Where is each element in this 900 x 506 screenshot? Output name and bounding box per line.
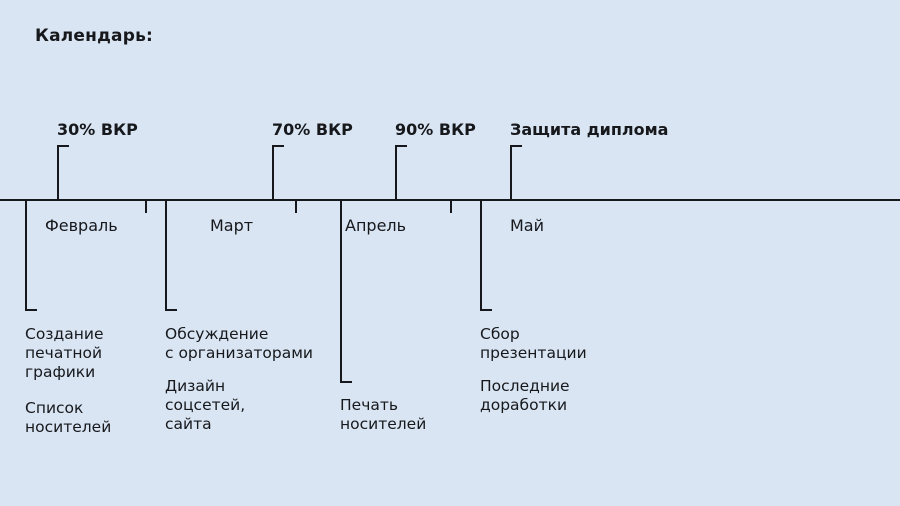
task-note-media-list: Список носителей (25, 399, 112, 436)
milestone-bracket (57, 145, 69, 199)
task-note-presentation-assembly: Сбор презентации (480, 325, 587, 362)
month-label-may: Май (510, 216, 545, 235)
axis-tick (450, 201, 452, 213)
task-bracket-may (480, 201, 492, 311)
task-note-organizers-discussion: Обсуждение с организаторами (165, 325, 313, 362)
page-title: Календарь: (35, 26, 154, 46)
milestone-bracket (395, 145, 407, 199)
task-note-media-printing: Печать носителей (340, 396, 427, 433)
task-bracket-february (25, 201, 37, 311)
month-label-march: Март (210, 216, 254, 235)
milestone-label-70: 70% ВКР (272, 120, 353, 139)
milestone-label-30: 30% ВКР (57, 120, 138, 139)
milestone-bracket (272, 145, 284, 199)
month-label-april: Апрель (345, 216, 407, 235)
milestone-bracket (510, 145, 522, 199)
task-note-final-fixes: Последние доработки (480, 377, 570, 414)
month-label-february: Февраль (45, 216, 118, 235)
task-bracket-april (340, 201, 352, 383)
milestone-label-90: 90% ВКР (395, 120, 476, 139)
milestone-label-defense: Защита диплома (510, 120, 669, 139)
task-note-print-graphics: Создание печатной графики (25, 325, 104, 381)
timeline-axis (0, 199, 900, 201)
task-bracket-march (165, 201, 177, 311)
axis-tick (145, 201, 147, 213)
axis-tick (295, 201, 297, 213)
task-note-social-site-design: Дизайн соцсетей, сайта (165, 377, 246, 433)
